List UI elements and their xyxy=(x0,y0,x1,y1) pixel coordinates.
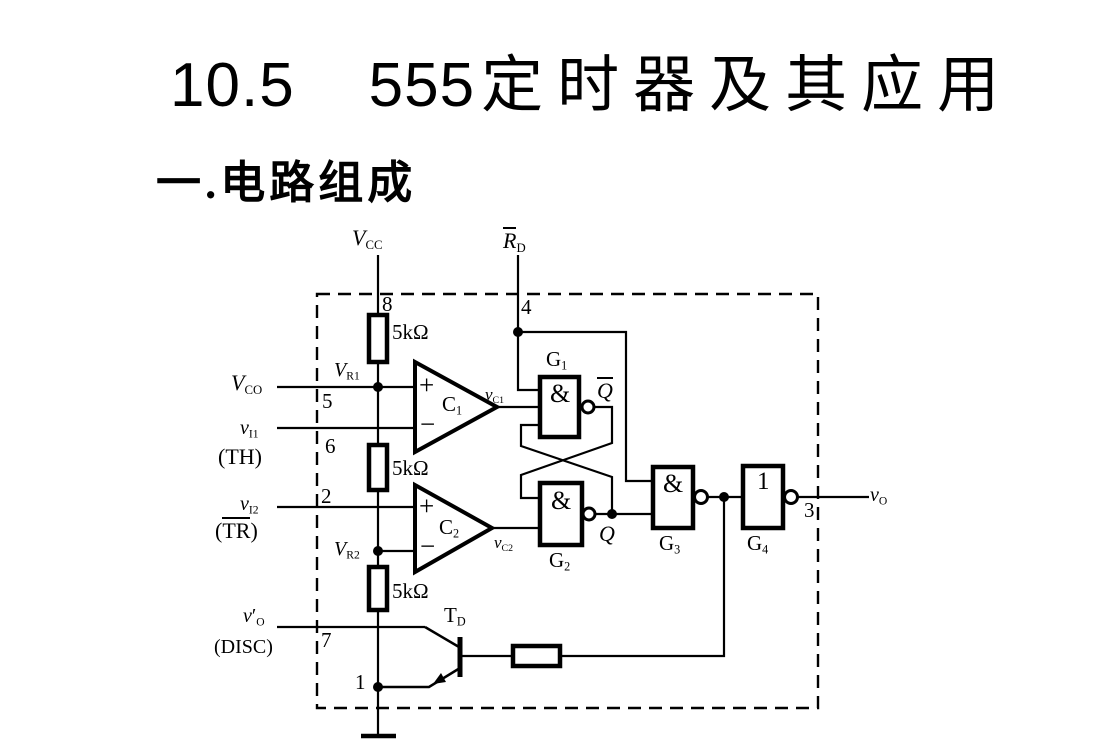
resistor-base xyxy=(510,643,563,669)
disc-label: (DISC) xyxy=(214,636,273,658)
gate-boxes xyxy=(537,374,786,548)
wire-rd-to-g3 xyxy=(518,330,653,483)
g4-buffer-symbol: 1 xyxy=(757,468,770,495)
pin-1-label: 1 xyxy=(355,670,366,694)
c2-minus-sign: − xyxy=(420,531,436,561)
wire-qbar-cross xyxy=(519,405,614,500)
vr1-label: VR1 xyxy=(334,359,360,383)
gate-g1-box xyxy=(537,374,582,440)
comparators-shapes xyxy=(413,358,502,576)
bubble-g4 xyxy=(783,489,799,505)
vco-label: VCO xyxy=(231,370,263,397)
pin-3-label: 3 xyxy=(804,498,815,522)
vo-prime-label: v′O xyxy=(243,605,265,629)
g3-name: G3 xyxy=(659,531,681,557)
comparator-c2-triangle xyxy=(413,481,497,576)
pin-2-label: 2 xyxy=(321,484,332,508)
pin-4-label: 4 xyxy=(521,295,532,319)
gate-g4-box xyxy=(740,463,786,531)
g1-and-symbol: & xyxy=(550,379,571,408)
junction-pin1 xyxy=(373,682,383,692)
resistor-r2-value: 5kΩ xyxy=(392,456,429,480)
title-section-number: 10.5 xyxy=(170,51,295,120)
pin-7-label: 7 xyxy=(321,628,332,652)
resistor-r1-value: 5kΩ xyxy=(392,320,429,344)
junction-pin4 xyxy=(513,327,523,337)
title-555: 555 xyxy=(368,51,476,120)
c1-name: C1 xyxy=(442,392,463,418)
section-heading: 一.电路组成 xyxy=(156,158,417,208)
vo-label: vO xyxy=(870,484,888,508)
vc1-label: vC1 xyxy=(485,385,505,406)
vr2-label: VR2 xyxy=(334,538,360,562)
c2-plus-sign: + xyxy=(419,491,435,521)
wires xyxy=(277,255,869,734)
wire-collector xyxy=(424,625,460,649)
ic-boundary-dashed-box xyxy=(315,292,820,710)
gate-g2-box xyxy=(537,480,585,548)
wire-q-cross xyxy=(519,423,614,514)
c2-name: C2 xyxy=(439,515,460,541)
c1-minus-sign: − xyxy=(420,409,436,439)
tr-label: (TR) xyxy=(215,517,258,543)
junction-vr2 xyxy=(373,546,383,556)
g1-name: G1 xyxy=(546,347,568,373)
resistors xyxy=(366,312,563,669)
c1-plus-sign: + xyxy=(419,370,435,400)
td-transistor-label: TD xyxy=(444,603,466,629)
resistor-r2 xyxy=(366,442,390,493)
title-chinese-text: 定时器及其应用 xyxy=(481,52,1014,120)
resistor-r3 xyxy=(366,564,390,613)
g2-name: G2 xyxy=(549,548,571,574)
wire-rd-to-g1 xyxy=(516,255,540,392)
wire-emitter xyxy=(378,666,461,689)
pin-8-label: 8 xyxy=(382,292,393,316)
comparator-c1-triangle xyxy=(413,358,502,456)
junction-vr1 xyxy=(373,382,383,392)
g4-name: G4 xyxy=(747,531,769,557)
bubble-g2 xyxy=(581,506,597,522)
th-label: (TH) xyxy=(218,444,262,469)
bubble-g1 xyxy=(580,399,596,415)
g2-and-symbol: & xyxy=(551,486,572,515)
reset-rd-label: RD xyxy=(503,227,526,255)
pin-5-label: 5 xyxy=(322,389,333,413)
vcc-label: VCC xyxy=(352,225,383,252)
junction-q xyxy=(607,509,617,519)
inverter-bubbles xyxy=(580,399,799,522)
emitter-arrow xyxy=(433,673,446,684)
vc2-label: vC2 xyxy=(494,533,514,554)
gate-g3-box xyxy=(650,464,696,531)
pin-6-label: 6 xyxy=(325,434,336,458)
bubble-g3 xyxy=(693,489,709,505)
vi2-label: vI2 xyxy=(240,493,259,517)
wire-to-base-resistor xyxy=(560,497,726,658)
resistor-r3-value: 5kΩ xyxy=(392,579,429,603)
resistor-r1 xyxy=(366,312,390,365)
q-label: Q xyxy=(599,521,615,546)
qbar-label: Q xyxy=(597,377,613,403)
vi1-label: vI1 xyxy=(240,417,259,441)
g3-and-symbol: & xyxy=(663,469,684,498)
page-title: 10.5 555定时器及其应用 xyxy=(170,34,1013,124)
junction-dots xyxy=(373,327,729,692)
junction-g3-g4 xyxy=(719,492,729,502)
